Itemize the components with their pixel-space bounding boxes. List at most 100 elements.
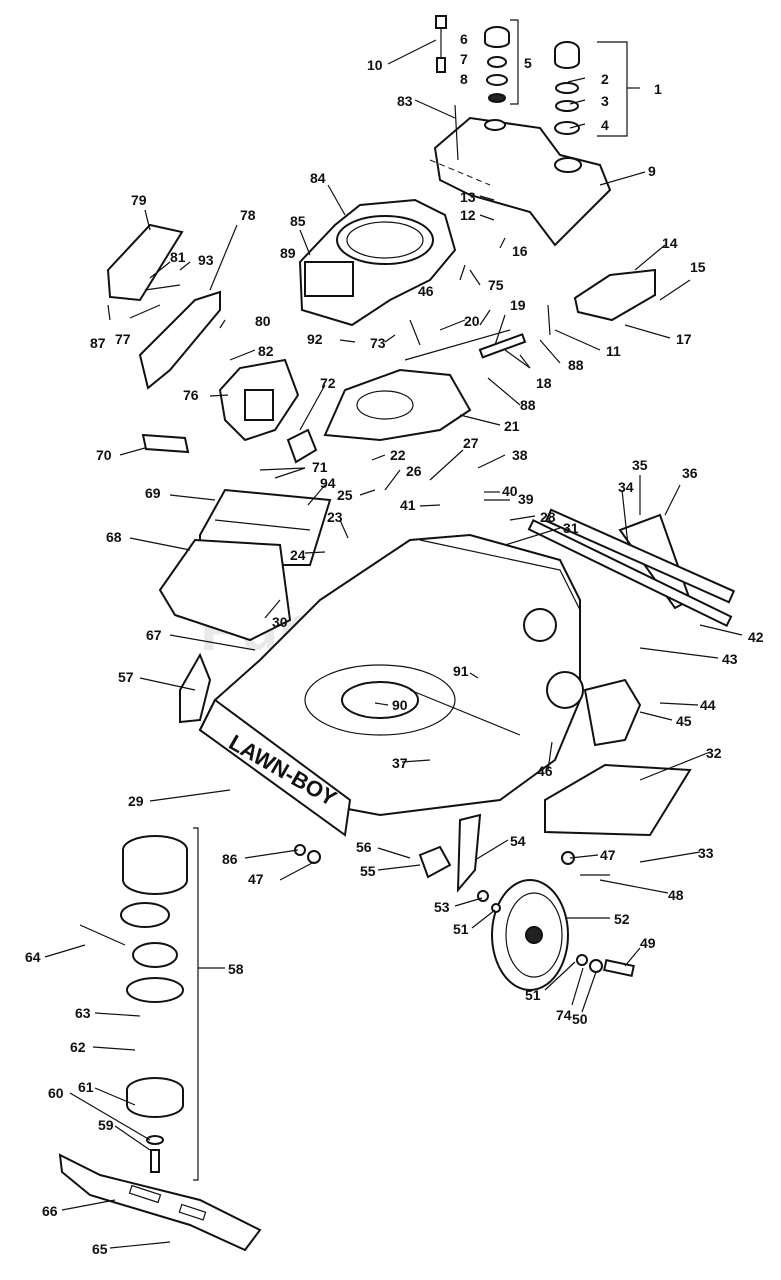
callout-29: 29	[128, 793, 144, 809]
callout-5: 5	[524, 55, 532, 71]
control-link	[404, 304, 551, 361]
callout-10: 10	[367, 57, 383, 73]
callout-12: 12	[460, 207, 476, 223]
callout-63: 63	[75, 1005, 91, 1021]
callout-87: 87	[90, 335, 106, 351]
callout-55: 55	[360, 863, 376, 879]
callout-69: 69	[145, 485, 161, 501]
throttle-bracket	[573, 268, 656, 322]
callout-45: 45	[676, 713, 692, 729]
callout-13: 13	[460, 189, 476, 205]
callout-88-upper: 88	[568, 357, 584, 373]
rear-wheel	[491, 874, 610, 991]
callout-66: 66	[42, 1203, 58, 1219]
callout-91: 91	[453, 663, 469, 679]
callout-46-upper: 46	[418, 283, 434, 299]
side-plate	[583, 678, 642, 747]
vent-cap-assembly	[484, 19, 519, 105]
callout-31: 31	[563, 520, 579, 536]
callout-9: 9	[648, 163, 656, 179]
callout-21: 21	[504, 418, 520, 434]
callout-51-lower: 51	[525, 987, 541, 1003]
callout-84: 84	[310, 170, 326, 186]
heat-shield-plate	[141, 433, 190, 454]
callout-47-left: 47	[248, 871, 264, 887]
callout-67: 67	[146, 627, 162, 643]
callout-24: 24	[290, 547, 306, 563]
leader-lines	[44, 39, 743, 1249]
callout-4: 4	[601, 117, 609, 133]
callout-16: 16	[512, 243, 528, 259]
height-adjuster	[179, 652, 482, 893]
callout-53: 53	[434, 899, 450, 915]
callout-77: 77	[115, 331, 131, 347]
callout-40: 40	[502, 483, 518, 499]
blade	[58, 1153, 262, 1252]
callout-50: 50	[572, 1011, 588, 1027]
callout-1: 1	[654, 81, 662, 97]
callout-42: 42	[748, 629, 764, 645]
discharge-chute	[158, 538, 292, 642]
callout-70: 70	[96, 447, 112, 463]
callout-85: 85	[290, 213, 306, 229]
callout-73: 73	[370, 335, 386, 351]
callout-65: 65	[92, 1241, 108, 1257]
callout-41: 41	[400, 497, 416, 513]
mower-deck: LAWN-BOY	[198, 533, 584, 837]
wheel-hardware	[294, 844, 635, 977]
callout-59: 59	[98, 1117, 114, 1133]
rear-baffle	[544, 763, 692, 837]
fuel-cap-assembly	[554, 41, 628, 137]
callout-22: 22	[390, 447, 406, 463]
callout-49: 49	[640, 935, 656, 951]
air-baffle	[323, 368, 472, 442]
callout-30: 30	[272, 614, 288, 630]
callout-72: 72	[320, 375, 336, 391]
callout-48: 48	[668, 887, 684, 903]
rear-shield	[527, 508, 736, 628]
callout-23: 23	[327, 509, 343, 525]
callout-82: 82	[258, 343, 274, 359]
callout-18: 18	[536, 375, 552, 391]
callout-14: 14	[662, 235, 678, 251]
callout-80: 80	[255, 313, 271, 329]
callout-15: 15	[690, 259, 706, 275]
callout-43: 43	[722, 651, 738, 667]
callout-54: 54	[510, 833, 526, 849]
callout-81: 81	[170, 249, 186, 265]
callout-60: 60	[48, 1085, 64, 1101]
callout-34: 34	[618, 479, 634, 495]
callout-90: 90	[392, 697, 408, 713]
callout-38: 38	[512, 447, 528, 463]
callout-28: 28	[540, 509, 556, 525]
callout-2: 2	[601, 71, 609, 87]
callout-3: 3	[601, 93, 609, 109]
callout-11: 11	[606, 343, 621, 359]
callout-61: 61	[78, 1079, 94, 1095]
primer-bulb	[435, 15, 447, 73]
callout-47-right: 47	[600, 847, 616, 863]
fuel-tank	[433, 104, 612, 247]
callout-93: 93	[198, 252, 214, 268]
callout-36: 36	[682, 465, 698, 481]
callout-79: 79	[131, 192, 147, 208]
callout-7: 7	[460, 51, 468, 67]
callout-26: 26	[406, 463, 422, 479]
callout-labels: 10 6 7 8 5 1 2 3 4 83 9 84 13 12 79 78 8…	[25, 31, 764, 1257]
callout-75: 75	[488, 277, 504, 293]
callout-27: 27	[463, 435, 479, 451]
callout-33: 33	[698, 845, 714, 861]
callout-64: 64	[25, 949, 41, 965]
callout-83: 83	[397, 93, 413, 109]
muffler-bracket	[138, 290, 221, 390]
callout-44: 44	[700, 697, 716, 713]
callout-32: 32	[706, 745, 722, 761]
callout-46-lower: 46	[537, 763, 553, 779]
callout-25: 25	[337, 487, 353, 503]
callout-74: 74	[556, 1007, 572, 1023]
callout-52: 52	[614, 911, 630, 927]
callout-78: 78	[240, 207, 256, 223]
callout-19: 19	[510, 297, 526, 313]
